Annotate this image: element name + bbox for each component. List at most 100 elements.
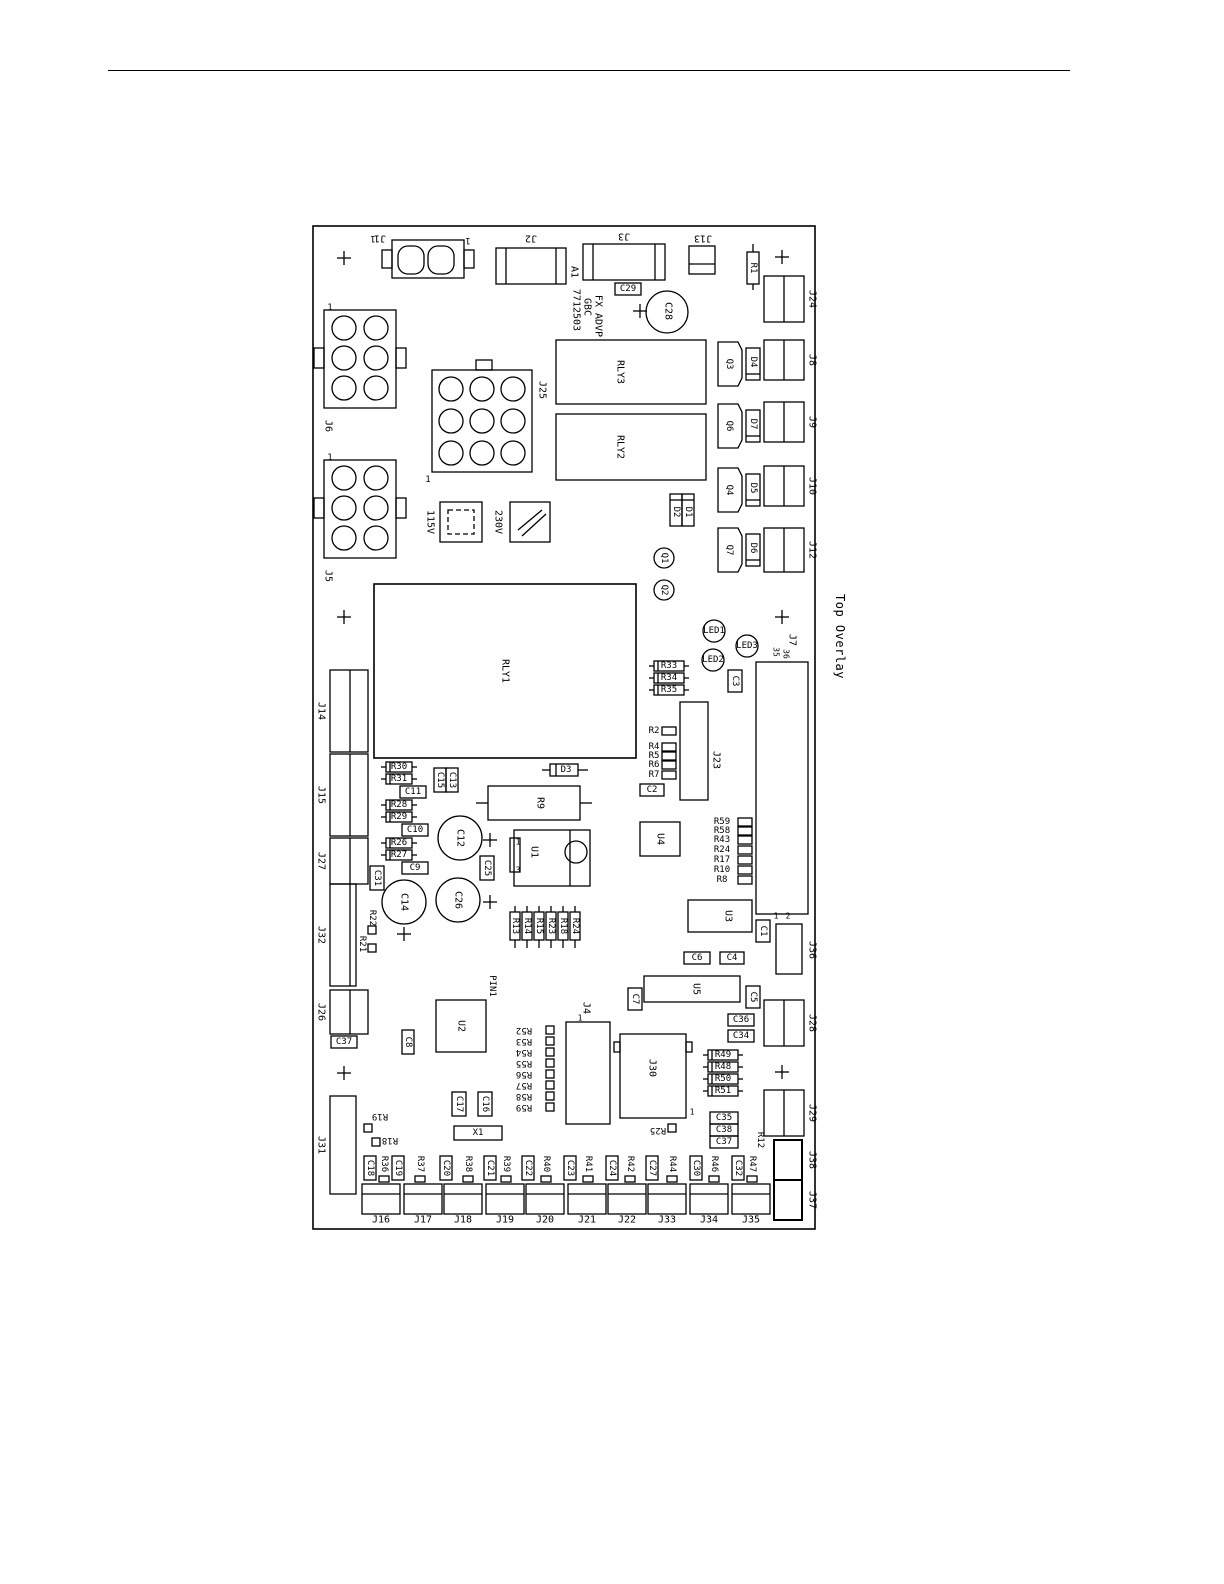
connector-j5-pin <box>363 525 389 551</box>
connector-j7 <box>755 661 809 915</box>
diode-d2-label: D2 <box>671 507 681 518</box>
connector-j30 <box>619 1033 687 1119</box>
capacitor-c2 <box>639 783 665 797</box>
resistor-r46-label: R48 <box>715 1062 731 1072</box>
capacitor-small <box>391 1155 405 1181</box>
connector-j38 <box>773 1139 803 1181</box>
capacitor-c33-label: C35 <box>716 1113 732 1123</box>
pin-label: 1 <box>690 1108 695 1117</box>
transistor-q6-label: Q6 <box>724 421 734 432</box>
connector-bottom-j21 <box>567 1183 607 1215</box>
diode-d5 <box>745 473 761 507</box>
connector-j25-pin <box>469 376 495 402</box>
resistor-label: R44 <box>667 1156 677 1172</box>
resistor-label: R37 <box>415 1156 425 1172</box>
capacitor-small <box>731 1155 745 1181</box>
transistor-q1-label: Q1 <box>659 553 669 564</box>
resistor-r18-label: R18 <box>382 1135 398 1145</box>
resistor-smd <box>545 1047 555 1057</box>
capacitor-c13-label: C13 <box>447 772 457 788</box>
resistor-label: R53 <box>516 1036 532 1046</box>
connector-j31-label: J31 <box>316 1136 327 1154</box>
resistor-r27-label: R27 <box>391 850 407 860</box>
diode-d7 <box>745 409 761 443</box>
silk-line <box>521 513 547 537</box>
connector-j4 <box>565 1021 611 1125</box>
resistor-label: R15 <box>534 918 544 934</box>
transistor-q4-label: Q4 <box>724 485 734 496</box>
capacitor-c32 <box>727 1029 755 1043</box>
resistor-label: R58 <box>714 826 730 836</box>
resistor-label: R38 <box>463 1156 473 1172</box>
capacitor-c7-label: C7 <box>630 994 640 1005</box>
connector-bottom-j17 <box>403 1183 443 1215</box>
connector-j23-label: J23 <box>711 751 722 769</box>
resistor-small <box>462 1175 474 1183</box>
resistor-smd <box>545 1036 555 1046</box>
capacitor-c32-label: C34 <box>733 1031 749 1041</box>
capacitor-c6 <box>683 951 711 965</box>
capacitor-c5-label: C5 <box>748 992 758 1003</box>
connector-j1-tab <box>381 249 393 269</box>
resistor-label: R17 <box>714 855 730 865</box>
connector-j25-pin <box>438 440 464 466</box>
capacitor-c26 <box>435 877 481 923</box>
capacitor-label: C27 <box>647 1160 657 1176</box>
connector-j5-pin <box>363 495 389 521</box>
resistor-smd <box>545 1080 555 1090</box>
page-header-rule <box>108 70 1070 71</box>
resistor-label: R59 <box>516 1102 532 1112</box>
ic-u4-label: U4 <box>655 833 666 845</box>
led-3-label: LED3 <box>736 641 758 651</box>
connector-j5-pin <box>363 465 389 491</box>
resistor-label: R57 <box>516 1080 532 1090</box>
capacitor-label: C20 <box>441 1160 451 1176</box>
transistor-q1 <box>653 547 675 569</box>
connector-j15-label: J15 <box>316 786 327 804</box>
capacitor-c9 <box>401 861 429 875</box>
resistor-label: R46 <box>709 1156 719 1172</box>
connector-j6-tab <box>395 347 407 369</box>
connector-bottom-j16 <box>361 1183 401 1215</box>
capacitor-c4-label: C4 <box>727 953 738 963</box>
connector-j30-tab <box>613 1041 621 1053</box>
capacitor-c7 <box>627 987 643 1011</box>
diode-d4 <box>745 347 761 381</box>
connector-bottom-j20 <box>525 1183 565 1215</box>
relay-rly3 <box>555 339 707 405</box>
resistor-smd <box>667 1123 677 1133</box>
connector-bottom-j18 <box>443 1183 483 1215</box>
connector-j17-label: J17 <box>414 1215 432 1226</box>
overlay-title: Top Overlay <box>833 594 847 679</box>
transistor-q4 <box>717 467 743 513</box>
switch-115v-label: 115V <box>425 510 436 534</box>
diode-d3-label: D3 <box>561 765 572 775</box>
capacitor-label: C32 <box>733 1160 743 1176</box>
capacitor-c34-label: C36 <box>733 1015 749 1025</box>
resistor-label: R36 <box>379 1156 389 1172</box>
transistor-q7-label: Q7 <box>724 545 734 556</box>
resistor-smd <box>661 751 677 761</box>
capacitor-c16-label: C16 <box>480 1096 490 1112</box>
connector-j19-label: J19 <box>496 1215 514 1226</box>
capacitor-c37-label: C37 <box>716 1137 732 1147</box>
resistor-label: R18 <box>558 918 568 934</box>
connector-j13-label: J13 <box>694 233 712 244</box>
ic-u2 <box>435 999 487 1053</box>
revision-label: A1 <box>569 266 580 278</box>
connector-j25 <box>431 359 533 473</box>
pin-one-label: 1 <box>327 303 332 313</box>
resistor-smd <box>661 726 677 736</box>
relay-rly2 <box>555 413 707 481</box>
capacitor-c5 <box>745 985 761 1009</box>
resistor-label: R54 <box>516 1047 532 1057</box>
resistor-smd <box>737 855 753 865</box>
ic-u5 <box>643 975 741 1003</box>
connector-j25-pin <box>500 408 526 434</box>
connector-j25-body <box>431 369 533 473</box>
resistor-label: R40 <box>541 1156 551 1172</box>
board-name-label: GBC <box>582 298 593 316</box>
ic-u3-label: U3 <box>723 910 734 922</box>
capacitor-c11-label: C11 <box>405 787 421 797</box>
